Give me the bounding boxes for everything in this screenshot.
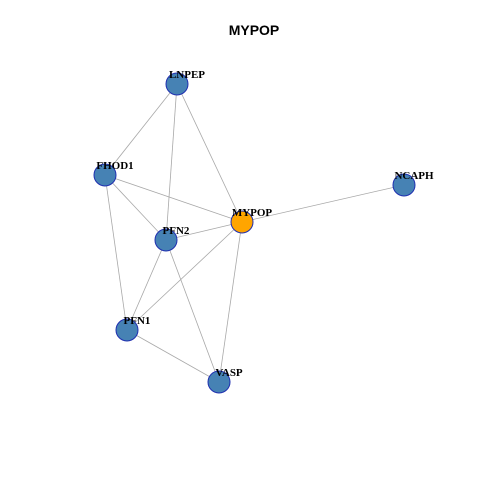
node-lnpep: LNPEP: [165, 69, 205, 96]
edge-mypop-vasp: [218, 221, 243, 383]
node-label-lnpep: LNPEP: [169, 69, 205, 81]
node-label-pfn2: PFN2: [163, 225, 190, 237]
edge-fhod1-pfn1: [104, 174, 128, 331]
edge-lnpep-pfn2: [165, 83, 178, 241]
edge-fhod1-mypop: [104, 174, 243, 223]
node-label-mypop: MYPOP: [232, 207, 273, 219]
node-circle-ncaph: [392, 173, 416, 197]
node-circle-lnpep: [165, 72, 189, 96]
edge-mypop-ncaph: [241, 184, 405, 223]
edge-pfn1-vasp: [126, 329, 220, 383]
node-circle-fhod1: [93, 163, 117, 187]
node-circle-pfn1: [115, 318, 139, 342]
edge-mypop-pfn1: [126, 221, 243, 331]
node-vasp: VASP: [207, 367, 243, 394]
node-label-pfn1: PFN1: [124, 315, 151, 327]
edge-mypop-pfn2: [165, 221, 243, 241]
edge-pfn2-pfn1: [126, 239, 167, 331]
node-circle-mypop: [230, 210, 254, 234]
node-pfn1: PFN1: [115, 315, 151, 342]
node-ncaph: NCAPH: [392, 170, 434, 197]
node-mypop: MYPOP: [230, 207, 273, 234]
edge-layer: [104, 83, 405, 383]
node-circle-pfn2: [154, 228, 178, 252]
node-label-fhod1: FHOD1: [96, 160, 133, 172]
edge-lnpep-mypop: [176, 83, 243, 223]
diagram-title: MYPOP: [229, 22, 280, 38]
node-label-vasp: VASP: [215, 367, 243, 379]
edge-lnpep-fhod1: [104, 83, 178, 176]
edge-fhod1-pfn2: [104, 174, 167, 241]
node-label-ncaph: NCAPH: [394, 170, 434, 182]
node-fhod1: FHOD1: [93, 160, 134, 187]
edge-pfn2-vasp: [165, 239, 220, 383]
node-pfn2: PFN2: [154, 225, 190, 252]
node-circle-vasp: [207, 370, 231, 394]
